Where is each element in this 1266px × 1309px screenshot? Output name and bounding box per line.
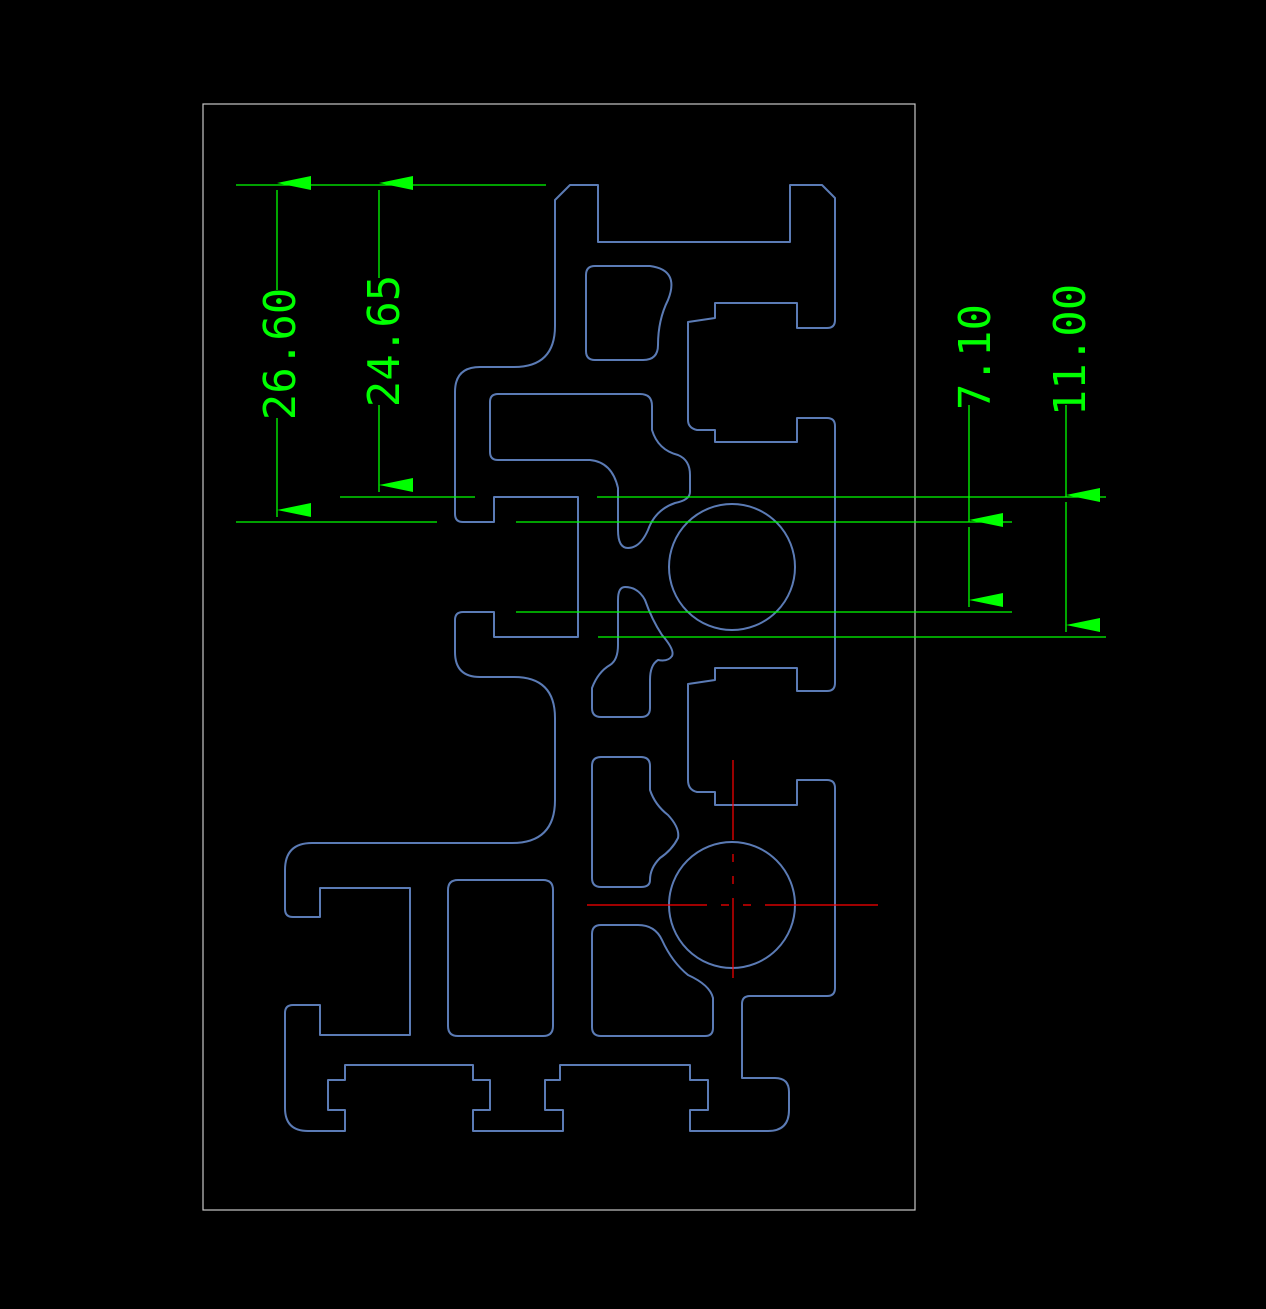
dim-text-26-60: 26.60	[255, 288, 306, 420]
bore-upper	[668, 503, 796, 631]
profile-outer-contour	[284, 184, 836, 1132]
dim-text-11-00: 11.00	[1045, 284, 1096, 416]
cavity-lower-right	[591, 924, 714, 1037]
center-mark	[587, 760, 878, 1050]
cavity-mid-lower	[591, 586, 674, 718]
cavity-t-slot	[489, 393, 691, 549]
cavity-center-left	[591, 756, 680, 888]
dimension-layer	[236, 176, 1106, 638]
extrusion-profile	[284, 184, 836, 1132]
drawing-frame	[202, 103, 916, 1211]
cavity-upper-left	[585, 265, 673, 361]
dim-text-24-65: 24.65	[359, 275, 410, 407]
cavity-lower-left	[447, 879, 554, 1037]
dim-text-7-10: 7.10	[950, 304, 1001, 410]
